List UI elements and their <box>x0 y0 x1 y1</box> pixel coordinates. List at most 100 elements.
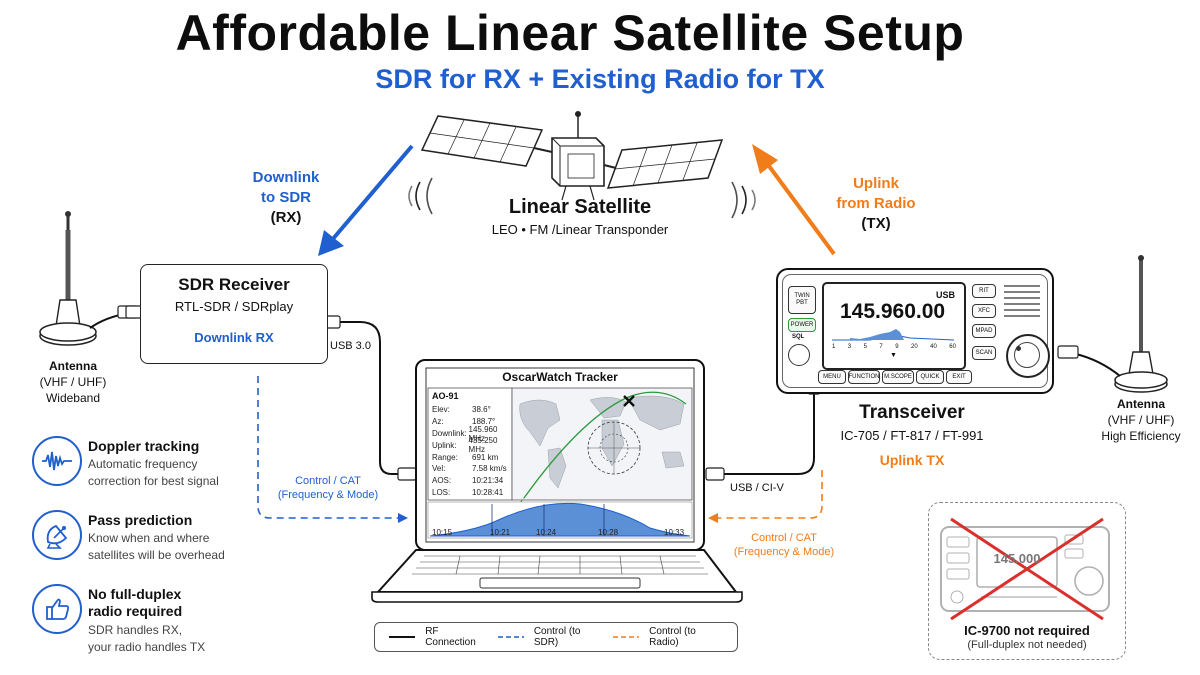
feature-pass-desc1: Know when and where <box>88 531 210 545</box>
transceiver-models: IC-705 / FT-817 / FT-991 <box>840 428 984 443</box>
satellite-dish-icon <box>32 510 82 560</box>
time-tick: 10:33 <box>664 528 685 537</box>
feature-pass-prediction: Pass prediction Know when and where sate… <box>32 508 272 568</box>
radio-display: USB 145.960.00 1 3 5 7 9 20 40 60 ▼ <box>822 282 966 370</box>
feature-duplex-title2: radio required <box>88 603 183 619</box>
quick-button[interactable]: QUICK <box>916 370 944 384</box>
tracker-row-value: 691 km <box>472 452 499 462</box>
uplink-arrow <box>752 144 836 256</box>
sql-knob[interactable] <box>788 344 810 366</box>
tracker-row: Uplink: 435.250 MHz <box>432 436 512 455</box>
antenna-right-note: High Efficiency <box>1101 429 1181 443</box>
scale-tick: 20 <box>910 344 918 350</box>
tracker-row: LOS:10:28:41 <box>432 487 512 499</box>
tracker-row-value: 10:28:41 <box>472 487 504 497</box>
scan-button[interactable]: SCAN <box>972 346 996 360</box>
control-sdr-line2: (Frequency & Mode) <box>277 489 379 501</box>
downlink-label: Downlink to SDR (RX) <box>236 168 336 228</box>
tracker-row: Az:188.7° <box>432 416 512 428</box>
feature-no-full-duplex: No full-duplex radio required SDR handle… <box>32 582 272 662</box>
mscope-button[interactable]: M.SCOPE <box>882 370 914 384</box>
tracker-app-title: OscarWatch Tracker <box>502 370 618 384</box>
feature-doppler-title: Doppler tracking <box>88 438 200 454</box>
downlink-line3: (RX) <box>270 209 302 226</box>
radio-frequency: 145.960.00 <box>840 300 946 323</box>
time-tick: 10:15 <box>432 528 453 537</box>
feature-doppler-desc1: Automatic frequency <box>88 457 198 471</box>
feature-pass-title: Pass prediction <box>88 512 193 528</box>
legend-rf-label: RF Connection <box>425 626 476 648</box>
control-sdr-line1: Control / CAT <box>295 475 361 487</box>
menu-button[interactable]: MENU <box>818 370 846 384</box>
rit-button[interactable]: RIT <box>972 284 996 298</box>
ic9700-not-required-box: 145.000 IC-9700 not required (Full-duple… <box>928 502 1126 660</box>
uplink-line3: (TX) <box>861 215 891 232</box>
sdr-receiver-box: SDR Receiver RTL-SDR / SDRplay Downlink … <box>140 264 328 364</box>
signal-waves-left <box>408 177 433 215</box>
uplink-label: Uplink from Radio (TX) <box>826 174 926 234</box>
tracker-row-value: 188.7° <box>472 417 496 427</box>
radio-mode: USB <box>936 290 956 300</box>
usb-3-label: USB 3.0 <box>330 340 371 352</box>
uplink-line2: from Radio <box>836 195 916 212</box>
twin-pbt-button[interactable]: TWIN PBT <box>788 286 816 314</box>
tracker-row-value: 38.6° <box>472 405 491 415</box>
waveform-icon <box>32 436 82 486</box>
antenna-left-label: Antenna (VHF / UHF) Wideband <box>18 358 128 406</box>
scale-tick: 9 <box>895 344 899 350</box>
scale-tick: 40 <box>930 344 937 350</box>
tracker-row-key: Vel: <box>432 464 446 474</box>
antenna-left-title: Antenna <box>49 359 97 373</box>
tracker-row: Range: 691 km <box>432 451 512 463</box>
time-tick: 10:28 <box>598 528 619 537</box>
tracker-row: Downlink:145.960 MHz <box>432 424 512 443</box>
antenna-right-icon <box>1057 255 1168 393</box>
antenna-left-band: (VHF / UHF) <box>39 375 107 389</box>
tracker-row-value: 145.960 MHz <box>468 424 498 443</box>
tracker-row: Elev:38.6° <box>432 404 512 416</box>
time-tick: 10:24 <box>536 528 557 537</box>
ic9700-title: IC-9700 not required <box>964 623 1090 638</box>
antenna-right-band: (VHF / UHF) <box>1107 413 1175 427</box>
sdr-title: SDR Receiver <box>178 275 290 294</box>
tracker-row-value: 435.250 MHz <box>468 436 498 455</box>
sdr-model: RTL-SDR / SDRplay <box>174 299 294 314</box>
usb-cable-radio <box>722 390 815 475</box>
xfc-button[interactable]: XFC <box>972 304 996 318</box>
tracker-time-axis: 10:15 10:21 10:24 10:28 10:33 <box>428 528 692 540</box>
radio-scale: 1 3 5 7 9 20 40 60 <box>832 344 956 350</box>
radio-spectrum <box>832 329 955 341</box>
exit-button[interactable]: EXIT <box>946 370 972 384</box>
tracker-row: AOS:10:21:34 <box>432 475 512 487</box>
tracker-row-value: 7.58 km/s <box>472 464 507 474</box>
feature-duplex-desc1: SDR handles RX, <box>88 623 183 637</box>
power-button[interactable]: POWER <box>788 318 816 332</box>
signal-waves-right <box>731 181 756 219</box>
control-radio-line2: (Frequency & Mode) <box>733 546 835 558</box>
sdr-role: Downlink RX <box>194 330 274 345</box>
speaker-grille-icon <box>1004 285 1040 317</box>
control-radio-line1: Control / CAT <box>751 532 817 544</box>
thumbs-up-icon <box>32 584 82 634</box>
tracker-row: Vel: 7.58 km/s <box>432 463 512 475</box>
legend-radio-label: Control (to Radio) <box>649 626 696 648</box>
antenna-right-label: Antenna (VHF / UHF) High Efficiency <box>1086 396 1196 444</box>
tracker-row-key: Range: <box>432 452 458 462</box>
usb-cable-sdr <box>334 321 408 475</box>
tracker-row-key: Uplink: <box>432 440 457 450</box>
ic9700-note: (Full-duplex not needed) <box>967 639 1087 651</box>
function-button[interactable]: FUNCTION <box>848 370 880 384</box>
scale-tick: 7 <box>879 344 883 350</box>
transceiver-title: Transceiver <box>859 402 965 423</box>
laptop-icon <box>371 359 743 603</box>
page-title: Affordable Linear Satellite Setup <box>175 5 965 61</box>
usb-civ-label: USB / CI-V <box>730 482 784 494</box>
satellite-title: Linear Satellite <box>508 196 652 218</box>
satellite-icon <box>420 111 724 201</box>
main-dial-knob[interactable] <box>1006 334 1050 378</box>
control-line-radio <box>716 470 823 519</box>
downlink-line2: to SDR <box>261 189 311 206</box>
ic9700-radio-icon <box>940 517 1110 621</box>
mpad-button[interactable]: MPAD <box>972 324 996 338</box>
